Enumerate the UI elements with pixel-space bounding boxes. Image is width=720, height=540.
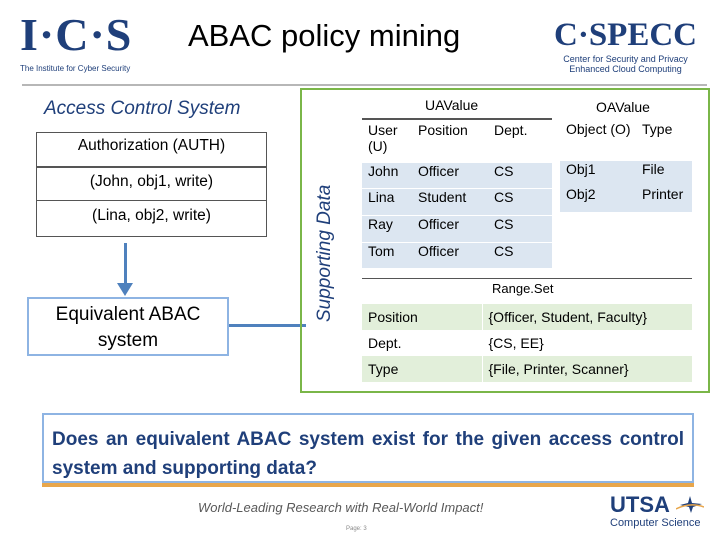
supporting-data-label: Supporting Data xyxy=(314,184,335,322)
equivalent-abac-box: Equivalent ABAC system xyxy=(27,297,229,356)
star-swoosh-icon xyxy=(676,496,704,513)
question-box: Does an equivalent ABAC system exist for… xyxy=(42,413,694,483)
table-header-cell: Dept. xyxy=(488,122,552,163)
auth-heading-divider xyxy=(36,166,267,168)
down-arrow-icon xyxy=(117,283,133,296)
table-cell: CS xyxy=(488,215,552,243)
table-cell: Position xyxy=(362,304,482,330)
ics-logo-mark: I·C·S xyxy=(20,9,133,60)
header-divider xyxy=(22,84,707,86)
authorization-box: Authorization (AUTH) (John, obj1, write)… xyxy=(36,132,267,237)
table-cell: Officer xyxy=(412,242,488,269)
table-cell: Ray xyxy=(362,215,412,243)
table-cell: Tom xyxy=(362,242,412,269)
table-header-cell: Position xyxy=(412,122,488,163)
table-cell: CS xyxy=(488,162,552,189)
auth-tuple: (John, obj1, write) xyxy=(89,173,214,190)
table-header-cell: Object (O) xyxy=(560,121,636,161)
table-cell: John xyxy=(362,162,412,189)
table-cell: CS xyxy=(488,188,552,216)
utsa-logo: UTSA Computer Science xyxy=(610,493,710,533)
supporting-data-panel xyxy=(300,88,710,393)
table-cell: {Officer, Student, Faculty} xyxy=(481,304,692,330)
table-cell: Type xyxy=(362,356,482,382)
table-cell: Officer xyxy=(412,215,488,243)
table-row: John Officer CS xyxy=(362,162,552,189)
table-header-cell: Type xyxy=(636,121,692,161)
table-header-row: Object (O) Type xyxy=(560,121,692,161)
auth-row-divider xyxy=(37,200,266,201)
table-row: Obj2 Printer xyxy=(560,186,692,212)
access-control-system-title: Access Control System xyxy=(44,98,241,119)
slide-title: ABAC policy mining xyxy=(188,18,461,53)
table-cell: Obj1 xyxy=(560,161,636,186)
table-header-cell: User (U) xyxy=(362,122,412,163)
table-cell: Student xyxy=(412,188,488,216)
table-cell: File xyxy=(636,161,692,186)
table-row: Lina Student CS xyxy=(362,188,552,216)
range-set-table: Position {Officer, Student, Faculty} Dep… xyxy=(362,304,692,382)
table-row: Position {Officer, Student, Faculty} xyxy=(362,304,692,330)
oa-value-title: OAValue xyxy=(596,99,650,115)
equivalent-abac-line-2: system xyxy=(97,330,159,351)
ua-value-underline xyxy=(362,118,552,120)
ics-logo: I·C·S The Institute for Cyber Security xyxy=(20,10,145,80)
table-header-row: User (U) Position Dept. xyxy=(362,122,552,163)
table-cell: CS xyxy=(488,242,552,269)
equivalent-abac-line-1: Equivalent ABAC xyxy=(55,304,201,325)
ua-value-table: User (U) Position Dept. John Officer CS … xyxy=(362,122,552,269)
cspecc-logo-subtitle-2: Enhanced Cloud Computing xyxy=(569,64,682,74)
table-cell: {CS, EE} xyxy=(481,330,692,356)
range-set-header xyxy=(362,278,692,304)
down-arrow-shaft xyxy=(124,243,127,287)
ics-logo-subtitle: The Institute for Cyber Security xyxy=(20,64,131,73)
table-row: Type {File, Printer, Scanner} xyxy=(362,356,692,382)
footer-tagline: World-Leading Research with Real-World I… xyxy=(198,500,484,515)
connector-line xyxy=(229,324,306,327)
table-cell: Lina xyxy=(362,188,412,216)
table-row: Obj1 File xyxy=(560,161,692,186)
oa-value-table: Object (O) Type Obj1 File Obj2 Printer xyxy=(560,121,692,212)
page-number: Page: 3 xyxy=(346,526,367,532)
table-cell: Dept. xyxy=(362,330,482,356)
table-row: Tom Officer CS xyxy=(362,242,552,269)
cspecc-logo-mark: C·SPECC xyxy=(553,17,698,53)
auth-heading: Authorization (AUTH) xyxy=(77,137,226,154)
table-cell: Obj2 xyxy=(560,186,636,212)
cspecc-logo: C·SPECC Center for Security and Privacy … xyxy=(548,16,703,82)
utsa-logo-mark: UTSA xyxy=(610,492,670,517)
table-cell: Printer xyxy=(636,186,692,212)
table-row: Dept. {CS, EE} xyxy=(362,330,692,356)
utsa-logo-subtitle: Computer Science xyxy=(610,517,701,529)
cspecc-logo-subtitle-1: Center for Security and Privacy xyxy=(563,54,688,64)
ua-value-title: UAValue xyxy=(425,97,479,113)
table-cell: {File, Printer, Scanner} xyxy=(481,356,692,382)
auth-tuple: (Lina, obj2, write) xyxy=(92,207,211,224)
table-row: Ray Officer CS xyxy=(362,215,552,243)
table-cell: Officer xyxy=(412,162,488,189)
range-set-title: Range.Set xyxy=(492,281,554,296)
